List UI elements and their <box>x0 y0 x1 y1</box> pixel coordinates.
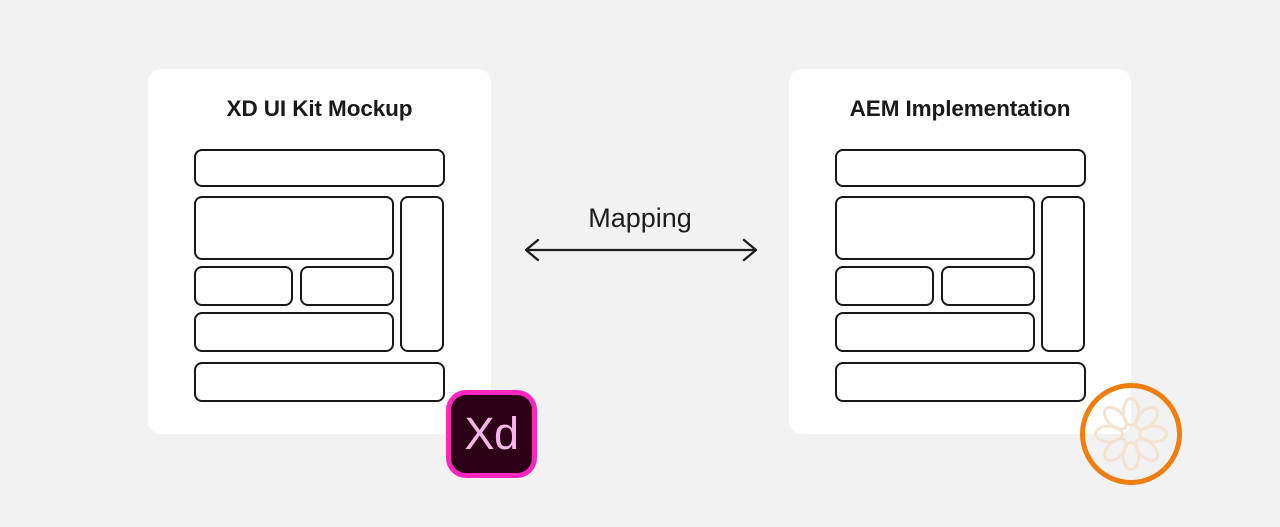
adobe-xd-logo-text: Xd <box>464 407 519 459</box>
left-panel-title: XD UI Kit Mockup <box>226 96 413 121</box>
adobe-xd-logo-icon: Xd <box>446 390 537 478</box>
right-panel-title: AEM Implementation <box>849 96 1071 121</box>
adobe-experience-manager-logo-icon <box>1080 383 1182 485</box>
right-wireframe-header-bar <box>835 149 1086 187</box>
left-wireframe-content-bar <box>194 312 394 352</box>
left-wireframe-aside-column <box>400 196 444 352</box>
left-wireframe-content-tile-left <box>194 266 293 306</box>
right-wireframe-content-tile-left <box>835 266 934 306</box>
left-wireframe-content-tile-right <box>300 266 394 306</box>
aem-ring-motif-icon <box>1094 397 1168 471</box>
mapping-label: Mapping <box>588 203 692 233</box>
right-wireframe-content-tile-right <box>941 266 1035 306</box>
double-headed-arrow-icon <box>524 238 758 262</box>
left-wireframe-footer-bar <box>194 362 445 402</box>
aem-implementation-card: AEM Implementation <box>789 69 1131 434</box>
right-wireframe-footer-bar <box>835 362 1086 402</box>
right-wireframe-content-bar <box>835 312 1035 352</box>
xd-mockup-card: XD UI Kit Mockup <box>148 69 491 434</box>
right-wireframe-aside-column <box>1041 196 1085 352</box>
left-wireframe-hero-block <box>194 196 394 260</box>
right-wireframe-hero-block <box>835 196 1035 260</box>
left-wireframe-header-bar <box>194 149 445 187</box>
